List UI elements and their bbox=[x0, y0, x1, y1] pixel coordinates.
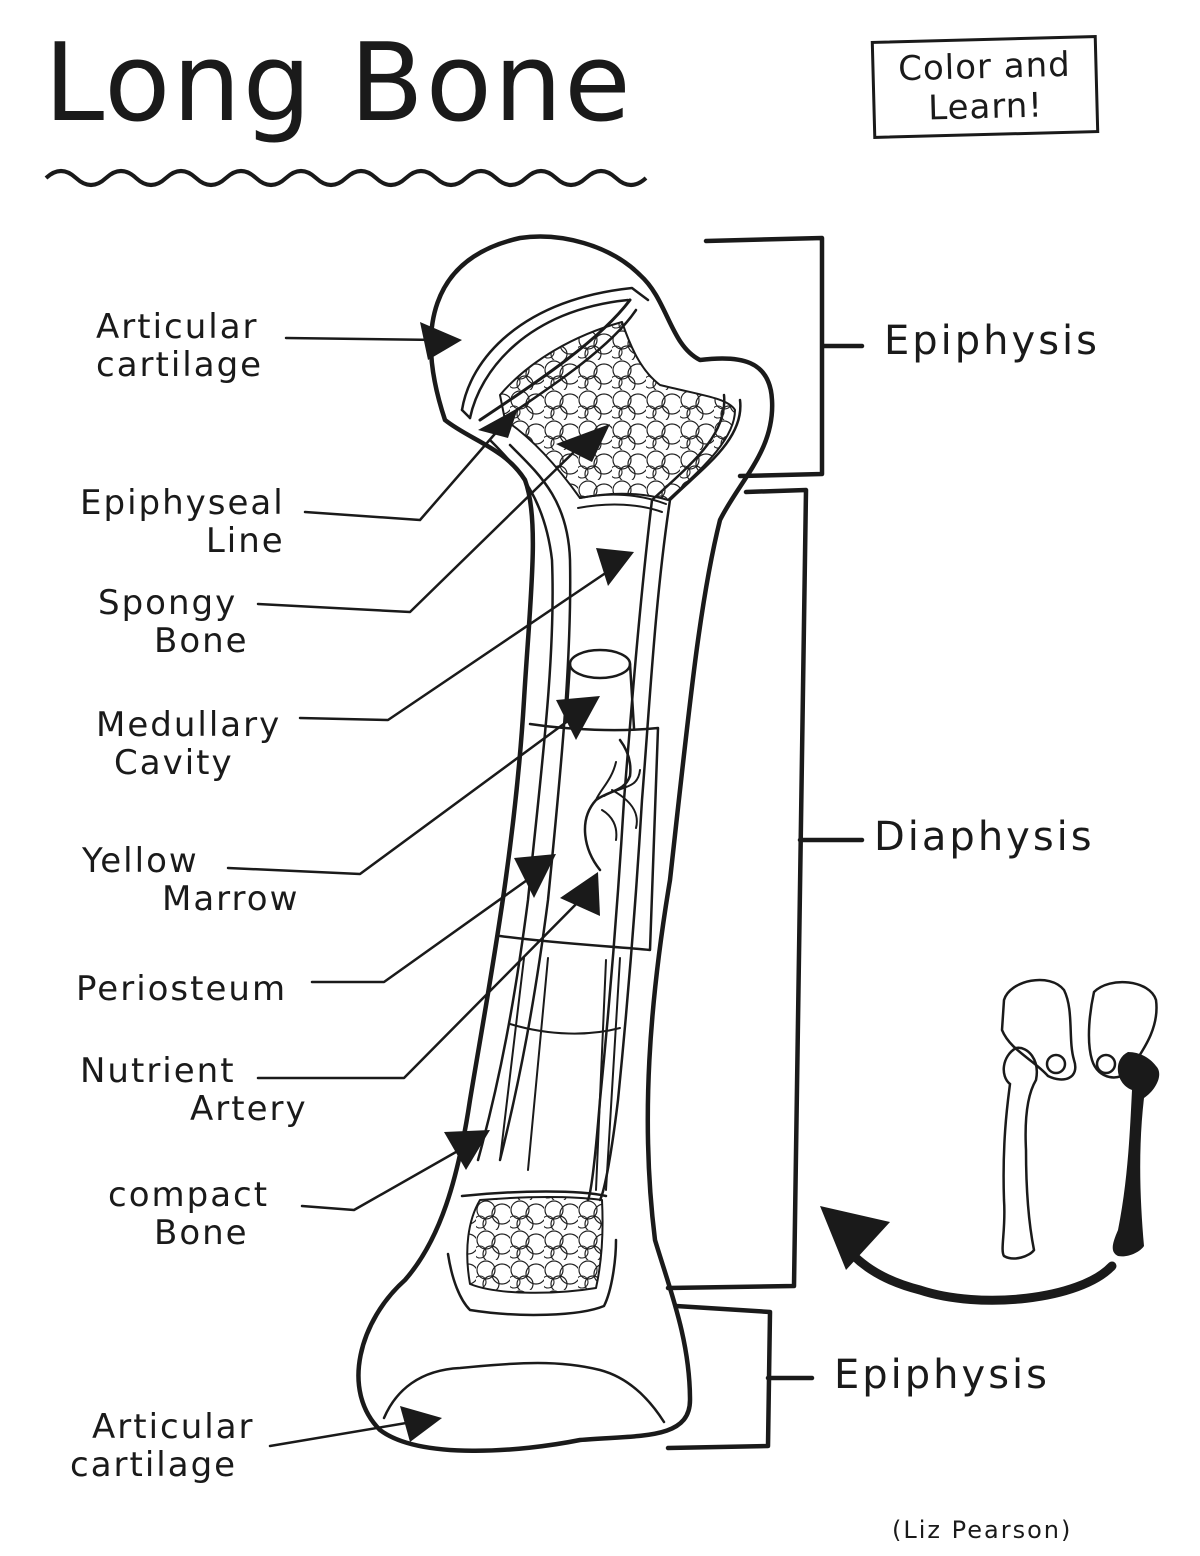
pelvis-left bbox=[1000, 978, 1077, 1081]
leader-lines bbox=[226, 336, 612, 1448]
arrowhead bbox=[420, 322, 462, 360]
region-epiphysis-top: Epiphysis bbox=[884, 318, 1100, 364]
region-epiphysis-bottom: Epiphysis bbox=[834, 1352, 1050, 1398]
articular-cartilage-top bbox=[460, 286, 650, 412]
label-nutrient-artery: Nutrient Artery bbox=[80, 1051, 308, 1129]
arrowhead bbox=[514, 854, 556, 898]
label-articular-cartilage-bottom: Articular cartilage bbox=[70, 1407, 255, 1485]
arrowhead bbox=[596, 548, 634, 586]
title-underline bbox=[44, 169, 648, 187]
pointer-arrow bbox=[835, 1235, 1117, 1305]
page-title: Long Bone bbox=[44, 21, 633, 146]
femur-highlighted bbox=[1112, 1052, 1160, 1257]
label-periosteum: Periosteum bbox=[76, 969, 288, 1009]
badge-line-2: Learn! bbox=[927, 85, 1044, 129]
articular-cartilage-bottom bbox=[382, 1361, 666, 1424]
label-spongy-bone: Spongy Bone bbox=[98, 583, 249, 661]
arrowheads bbox=[400, 322, 634, 1442]
arrowhead bbox=[560, 872, 600, 916]
label-medullary-cavity: Medullary Cavity bbox=[96, 705, 282, 783]
bracket-diaphysis bbox=[665, 487, 865, 1291]
author-credit: (Liz Pearson) bbox=[892, 1516, 1073, 1544]
label-articular-cartilage-top: Articular cartilage bbox=[96, 307, 264, 385]
color-and-learn-badge: Color and Learn! bbox=[870, 35, 1100, 139]
arrowhead bbox=[478, 408, 518, 438]
arrowhead bbox=[556, 424, 610, 462]
compact-bone-right-wall bbox=[598, 398, 742, 1202]
bracket-epiphysis-top bbox=[703, 235, 865, 479]
femur-white bbox=[1001, 1046, 1039, 1260]
yellow-marrow-top bbox=[568, 648, 632, 680]
arrowhead bbox=[400, 1406, 442, 1442]
arrowhead bbox=[556, 696, 600, 740]
label-yellow-marrow: Yellow Marrow bbox=[82, 841, 300, 919]
label-compact-bone: compact Bone bbox=[108, 1175, 270, 1253]
bracket-epiphysis-bottom bbox=[665, 1303, 815, 1451]
arrowhead bbox=[444, 1130, 490, 1170]
epiphyseal-line bbox=[478, 298, 632, 422]
region-diaphysis: Diaphysis bbox=[874, 814, 1095, 860]
badge-line-1: Color and bbox=[897, 44, 1072, 90]
bone-outline bbox=[356, 234, 775, 1453]
label-epiphyseal-line: Epiphyseal Line bbox=[80, 483, 285, 561]
compact-bone-left-wall bbox=[476, 438, 554, 1162]
pointer-arrowhead bbox=[820, 1206, 890, 1270]
spongy-bone-distal bbox=[466, 1196, 604, 1294]
